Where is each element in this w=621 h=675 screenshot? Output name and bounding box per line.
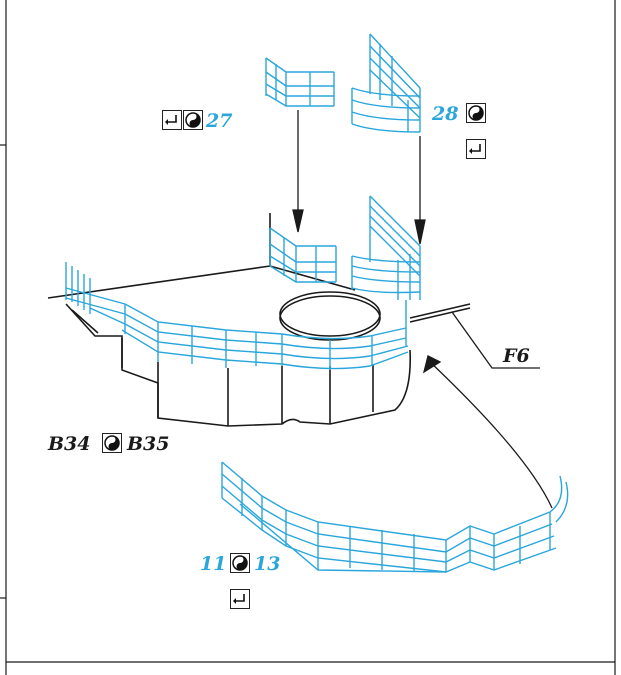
ref-b35-label: B35	[127, 433, 170, 455]
step-28-label: 28	[432, 103, 459, 125]
assembly-arrows	[292, 110, 553, 509]
glue-icon	[183, 110, 203, 130]
step-13-label: 13	[254, 553, 281, 575]
step-27-label: 27	[206, 110, 233, 132]
glue-icon	[230, 553, 250, 573]
glue-icon	[102, 433, 122, 453]
ref-f6-label: F6	[503, 345, 530, 367]
fence-piece-27	[265, 57, 335, 107]
fence-piece-28	[351, 33, 421, 133]
step-11-label: 11	[200, 553, 227, 575]
fence-on-base	[65, 195, 421, 370]
ref-b34-label: B34	[48, 433, 91, 455]
turn-over-icon	[230, 589, 250, 609]
fence-piece-long	[221, 461, 569, 573]
glue-icon	[466, 103, 486, 123]
turn-over-icon	[466, 139, 486, 159]
turn-over-icon	[162, 110, 182, 130]
